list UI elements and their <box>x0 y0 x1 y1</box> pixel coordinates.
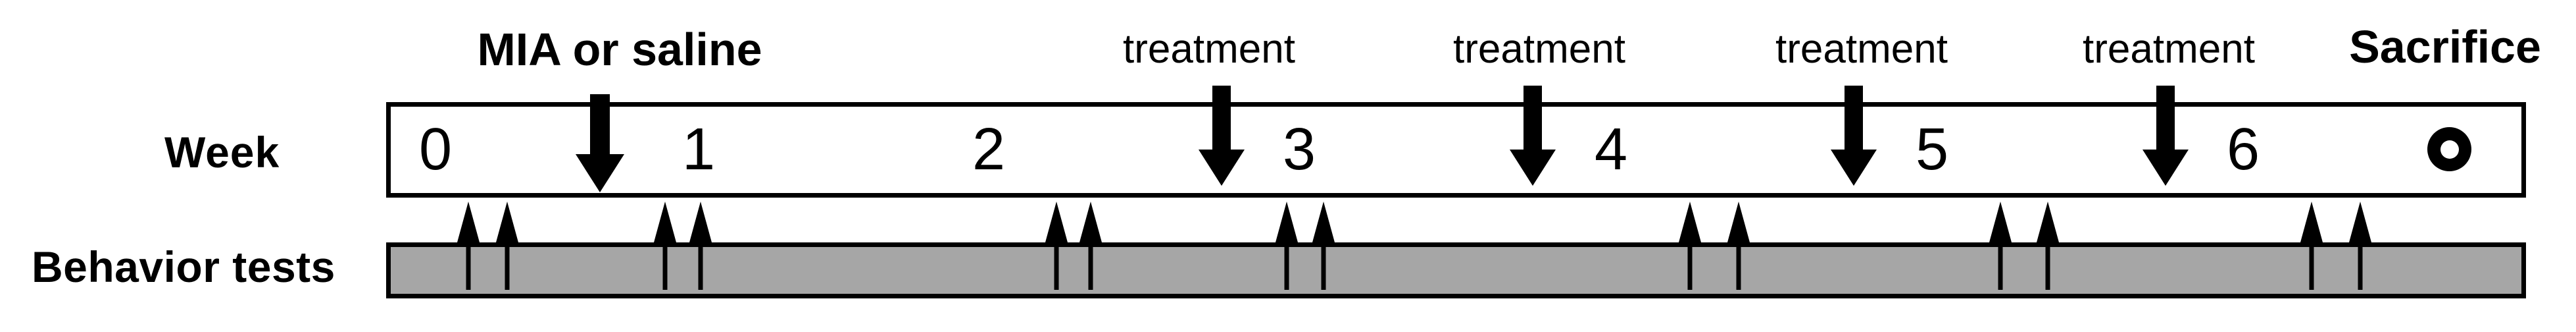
behavior-test-up-arrow-icon <box>2349 202 2371 290</box>
event-label-treatment: treatment <box>2083 26 2255 72</box>
behavior-test-up-arrow-icon <box>1045 202 1068 290</box>
behavior-test-up-arrow-icon <box>2037 202 2059 290</box>
behavior-tests-row-label: Behavior tests <box>32 242 335 291</box>
week-row-label: Week <box>164 128 280 177</box>
event-label-treatment: treatment <box>1123 26 1295 72</box>
down-arrow-icon <box>1199 86 1245 186</box>
down-arrow-icon <box>2143 86 2189 186</box>
behavior-test-up-arrow-icon <box>1276 202 1298 290</box>
event-label-treatment: treatment <box>1775 26 1948 72</box>
behavior-test-up-arrow-icon <box>496 202 518 290</box>
event-label-treatment: treatment <box>1453 26 1625 72</box>
week-number-2: 2 <box>972 117 1006 182</box>
event-label-mia-or-saline: MIA or saline <box>477 24 762 75</box>
behavior-test-up-arrow-icon <box>1312 202 1335 290</box>
behavior-test-up-arrow-icon <box>457 202 480 290</box>
behavior-tests-bar <box>386 242 2526 298</box>
behavior-test-up-arrow-icon <box>689 202 712 290</box>
behavior-test-up-arrow-icon <box>1989 202 2012 290</box>
behavior-test-up-arrow-icon <box>2300 202 2323 290</box>
behavior-test-up-arrow-icon <box>1727 202 1750 290</box>
down-arrow-icon <box>1831 86 1877 186</box>
down-arrow-icon <box>576 94 624 192</box>
down-arrow-icon <box>1510 86 1556 186</box>
week-number-0: 0 <box>418 117 453 182</box>
event-label-sacrifice: Sacrifice <box>2349 21 2541 72</box>
behavior-test-up-arrow-icon <box>1679 202 1701 290</box>
week-number-1: 1 <box>681 117 716 182</box>
week-number-6: 6 <box>2226 117 2260 182</box>
behavior-test-up-arrow-icon <box>654 202 676 290</box>
week-number-4: 4 <box>1594 117 1628 182</box>
week-number-3: 3 <box>1282 117 1316 182</box>
sacrifice-endpoint-icon <box>2427 127 2471 171</box>
week-number-5: 5 <box>1915 117 1949 182</box>
behavior-test-up-arrow-icon <box>1079 202 1102 290</box>
